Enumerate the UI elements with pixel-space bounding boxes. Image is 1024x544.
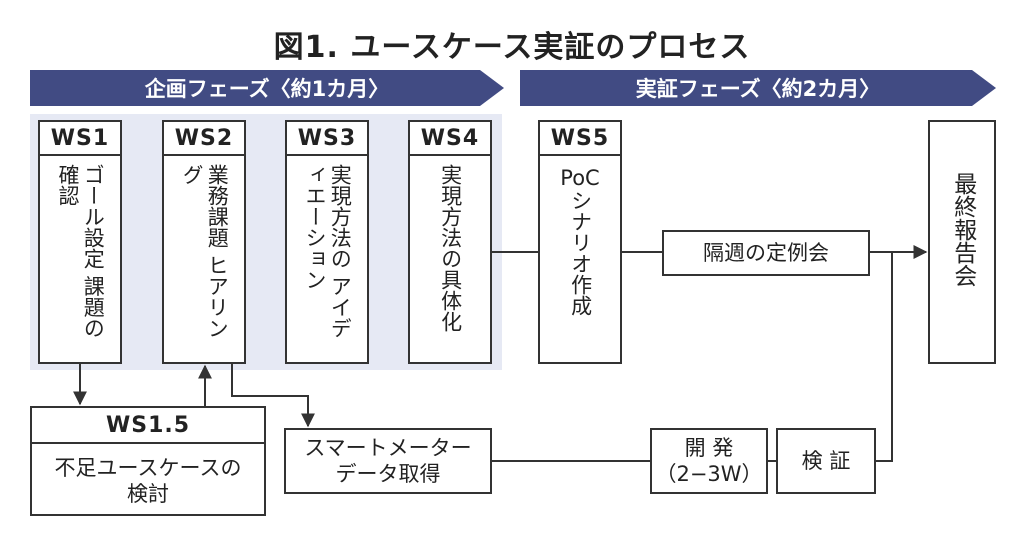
ws15-box: WS1.5 不足ユースケースの 検討 xyxy=(30,406,266,516)
smart-meter-text-line1: スマートメーター xyxy=(304,435,472,460)
smart-meter-box: スマートメーター データ取得 xyxy=(284,428,492,494)
verification-phase-bar: 実証フェーズ〈約2カ月〉 xyxy=(520,70,996,106)
development-box: 開 発 （2−3W） xyxy=(650,428,768,494)
development-text-line1: 開 発 xyxy=(684,435,734,460)
ws2-label: WS2 xyxy=(164,122,244,156)
ws1-label: WS1 xyxy=(40,122,120,156)
verification-phase-label: 実証フェーズ〈約2カ月〉 xyxy=(635,77,881,101)
ws4-box: WS4 実現方法の具体化 xyxy=(408,120,492,364)
final-report-box: 最終報告会 xyxy=(928,120,996,364)
verification-box: 検 証 xyxy=(776,428,876,494)
ws1-text: ゴール設定 課題の確認 xyxy=(56,164,106,339)
ws4-text: 実現方法の具体化 xyxy=(438,164,463,332)
biweekly-meeting-text: 隔週の定例会 xyxy=(703,240,829,265)
ws5-label: WS5 xyxy=(540,122,620,156)
ws5-box: WS5 PoC シナリオ作成 xyxy=(538,120,622,364)
ws2-to-smartmeter-arrow xyxy=(231,364,315,428)
ws2-box: WS2 業務課題 ヒアリング xyxy=(162,120,246,364)
verify-to-report-line xyxy=(876,252,893,462)
ws3-box: WS3 実現方法の アイディエーション xyxy=(285,120,369,364)
ws15-label: WS1.5 xyxy=(32,408,264,444)
ws15-text-line1: 不足ユースケースの xyxy=(54,455,242,480)
smart-meter-text-line2: データ取得 xyxy=(335,462,441,486)
ws3-text: 実現方法の アイディエーション xyxy=(303,164,353,339)
biweekly-meeting-box: 隔週の定例会 xyxy=(662,230,870,276)
planning-phase-bar: 企画フェーズ〈約1カ月〉 xyxy=(30,70,504,106)
development-text-line2: （2−3W） xyxy=(655,462,763,486)
diagram-title: 図1. ユースケース実証のプロセス xyxy=(273,30,751,65)
ws4-label: WS4 xyxy=(410,122,490,156)
ws5-text: シナリオ作成 xyxy=(568,190,593,316)
planning-phase-label: 企画フェーズ〈約1カ月〉 xyxy=(144,77,390,101)
ws1-box: WS1 ゴール設定 課題の確認 xyxy=(38,120,122,364)
ws5-poc-text: PoC xyxy=(560,166,600,190)
ws15-text-line2: 検討 xyxy=(127,482,169,506)
ws3-label: WS3 xyxy=(287,122,367,156)
ws2-text: 業務課題 ヒアリング xyxy=(180,164,230,339)
final-report-text: 最終報告会 xyxy=(949,172,976,287)
verification-text: 検 証 xyxy=(801,448,851,473)
